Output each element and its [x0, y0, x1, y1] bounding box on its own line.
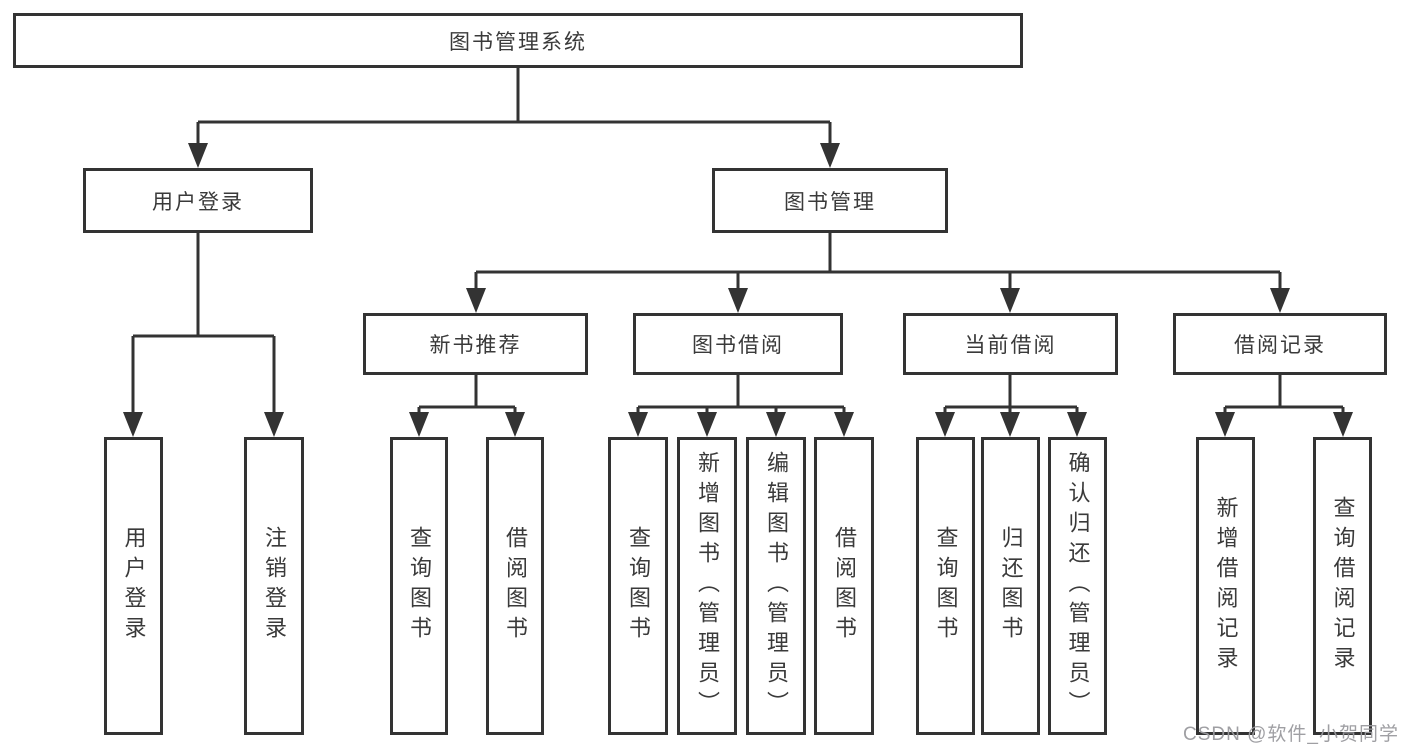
node-current: 当前借阅	[903, 313, 1118, 375]
node-leaf-rcd-query-label: 查询借阅记录	[1330, 496, 1356, 676]
node-leaf-bor-add: 新增图书（管理员）	[677, 437, 737, 735]
node-leaf-logout: 注销登录	[244, 437, 304, 735]
arrowhead	[264, 412, 284, 437]
node-leaf-logout-label: 注销登录	[262, 526, 287, 646]
connector-records-children	[1215, 375, 1353, 437]
arrowhead	[820, 143, 840, 168]
arrowhead	[628, 412, 648, 437]
arrowhead	[697, 412, 717, 437]
connector-root-children	[188, 68, 840, 168]
node-current-label: 当前借阅	[964, 334, 1057, 357]
node-root: 图书管理系统	[13, 13, 1023, 68]
node-leaf-bor-borrow: 借阅图书	[814, 437, 874, 735]
arrowhead	[834, 412, 854, 437]
node-records: 借阅记录	[1173, 313, 1387, 375]
connector-line	[131, 233, 276, 416]
connector-line	[943, 375, 1079, 416]
connector-line	[1223, 375, 1345, 416]
connector-line	[636, 375, 846, 416]
node-leaf-cur-return-label: 归还图书	[998, 526, 1024, 646]
arrowhead	[505, 412, 525, 437]
node-leaf-bor-edit: 编辑图书（管理员）	[746, 437, 806, 735]
node-recommend-label: 新书推荐	[429, 334, 522, 357]
node-leaf-rec-query: 查询图书	[390, 437, 448, 735]
arrowhead	[1333, 412, 1353, 437]
arrowhead	[1000, 412, 1020, 437]
node-leaf-user-login: 用户登录	[104, 437, 163, 735]
node-login-label: 用户登录	[152, 190, 244, 214]
node-leaf-cur-confirm: 确认归还（管理员）	[1048, 437, 1107, 735]
node-records-label: 借阅记录	[1234, 334, 1326, 357]
arrowhead	[123, 412, 143, 437]
arrowhead	[409, 412, 429, 437]
connector-current-children	[935, 375, 1087, 437]
node-borrow: 图书借阅	[633, 313, 843, 375]
node-leaf-rcd-add: 新增借阅记录	[1196, 437, 1255, 735]
node-root-label: 图书管理系统	[449, 30, 587, 54]
node-leaf-cur-confirm-label: 确认归还（管理员）	[1065, 451, 1091, 721]
arrowhead	[466, 288, 486, 313]
arrowhead	[1000, 288, 1020, 313]
connector-line	[196, 68, 832, 146]
node-leaf-rec-borrow: 借阅图书	[486, 437, 544, 735]
connector-line	[474, 233, 1282, 291]
arrowhead	[766, 412, 786, 437]
node-management-label: 图书管理	[784, 190, 876, 214]
node-leaf-rec-query-label: 查询图书	[407, 526, 432, 646]
node-leaf-bor-query: 查询图书	[608, 437, 668, 735]
node-leaf-rcd-query: 查询借阅记录	[1313, 437, 1372, 735]
node-login: 用户登录	[83, 168, 313, 233]
node-leaf-user-login-label: 用户登录	[121, 526, 147, 646]
node-leaf-bor-edit-label: 编辑图书（管理员）	[764, 451, 789, 721]
node-borrow-label: 图书借阅	[692, 334, 784, 357]
connector-line	[417, 375, 517, 416]
node-management: 图书管理	[712, 168, 948, 233]
arrowhead	[1067, 412, 1087, 437]
node-leaf-bor-query-label: 查询图书	[626, 526, 651, 646]
arrowhead	[188, 143, 208, 168]
node-leaf-cur-return: 归还图书	[981, 437, 1040, 735]
connector-login-children	[123, 233, 284, 437]
connector-recommend-children	[409, 375, 525, 437]
arrowhead	[935, 412, 955, 437]
arrowhead	[1215, 412, 1235, 437]
node-leaf-bor-add-label: 新增图书（管理员）	[695, 451, 720, 721]
connector-borrow-children	[628, 375, 854, 437]
node-leaf-rcd-add-label: 新增借阅记录	[1213, 496, 1239, 676]
node-leaf-cur-query-label: 查询图书	[933, 526, 959, 646]
connector-management-children	[466, 233, 1290, 313]
node-leaf-cur-query: 查询图书	[916, 437, 975, 735]
csdn-watermark: CSDN @软件_小贺同学	[1183, 724, 1399, 745]
arrowhead	[728, 288, 748, 313]
node-leaf-rec-borrow-label: 借阅图书	[503, 526, 528, 646]
node-leaf-bor-borrow-label: 借阅图书	[832, 526, 857, 646]
node-recommend: 新书推荐	[363, 313, 588, 375]
arrowhead	[1270, 288, 1290, 313]
